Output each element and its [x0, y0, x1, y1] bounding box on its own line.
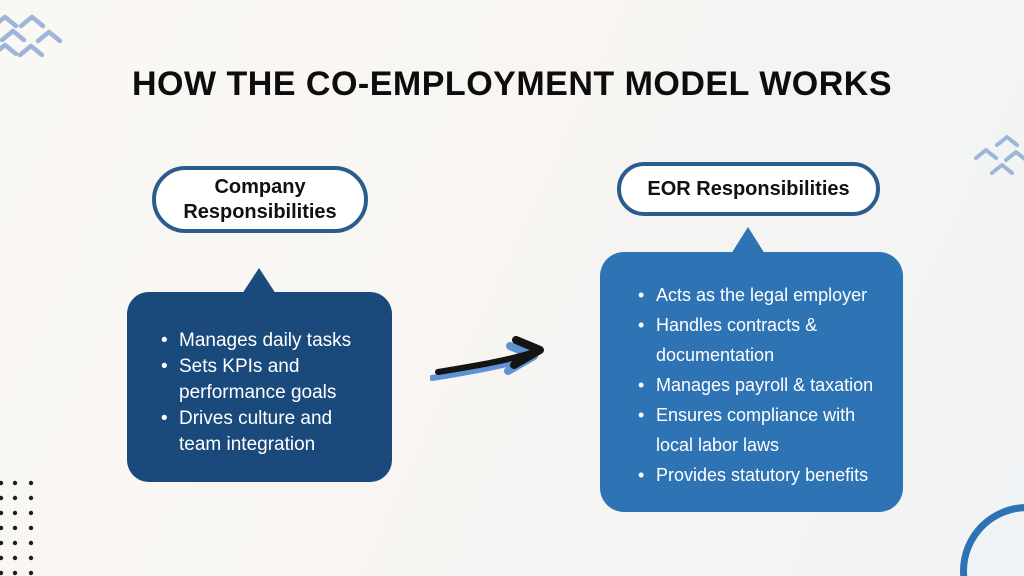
right-arrow-icon [430, 336, 544, 381]
list-item: Drives culture and team integration [161, 406, 366, 458]
list-item: Manages payroll & taxation [638, 370, 889, 400]
list-item: Provides statutory benefits [638, 460, 889, 490]
list-item: Sets KPIs and performance goals [161, 354, 366, 406]
list-item: Acts as the legal employer [638, 280, 889, 310]
company-box-pointer [242, 268, 276, 294]
chevron-pattern-icon [974, 135, 1024, 175]
circle-ring-icon [960, 504, 1024, 576]
company-responsibilities-box: Manages daily tasks Sets KPIs and perfor… [127, 292, 392, 482]
list-item: Handles contracts & documentation [638, 310, 889, 370]
list-item: Manages daily tasks [161, 328, 366, 354]
eor-box-pointer [731, 227, 765, 254]
list-item: Ensures compliance with local labor laws [638, 400, 889, 460]
eor-responsibilities-box: Acts as the legal employer Handles contr… [600, 252, 903, 512]
eor-responsibilities-label: EOR Responsibilities [617, 162, 880, 216]
chevron-pattern-icon [0, 14, 63, 58]
dot-grid-icon [0, 480, 34, 576]
company-responsibilities-list: Manages daily tasks Sets KPIs and perfor… [127, 292, 392, 458]
company-responsibilities-label: Company Responsibilities [152, 166, 368, 233]
page-title: HOW THE CO-EMPLOYMENT MODEL WORKS [131, 65, 893, 103]
eor-responsibilities-list: Acts as the legal employer Handles contr… [600, 252, 903, 490]
